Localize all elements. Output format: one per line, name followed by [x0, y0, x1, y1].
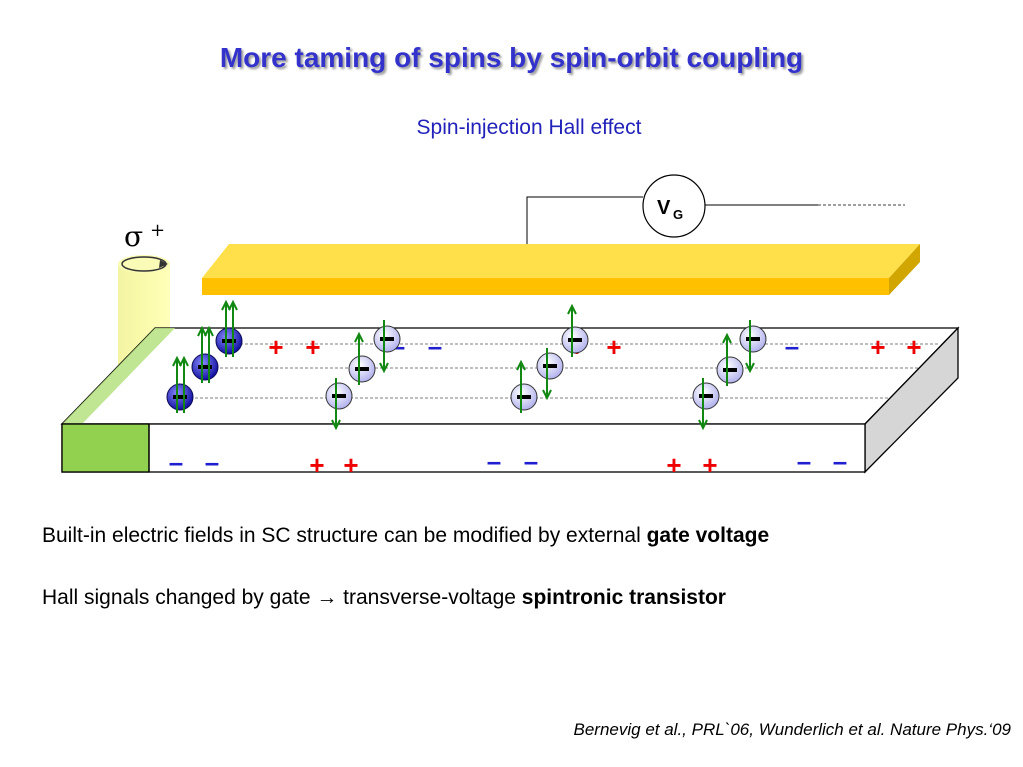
minus-charge: –	[428, 331, 442, 361]
bullet-gate-voltage: Built-in electric fields in SC structure…	[42, 524, 769, 548]
gate-voltage-subscript: G	[673, 207, 683, 222]
electron-spin-down	[739, 320, 767, 374]
plus-charge: +	[906, 332, 921, 362]
minus-charge: –	[833, 446, 847, 476]
bullet-transistor-text2: transverse-voltage	[337, 586, 522, 609]
electron-injected	[166, 355, 194, 413]
gate-wire	[526, 196, 643, 264]
electron-spin-down	[536, 348, 564, 401]
slide-title: More taming of spins by spin-orbit coupl…	[219, 42, 804, 73]
electron-spin-up	[348, 331, 376, 385]
plus-charge: +	[268, 332, 283, 362]
minus-charge: –	[797, 446, 811, 476]
gate-voltage-label: V	[657, 197, 671, 219]
plus-charge: +	[666, 450, 681, 480]
bullet-spintronic-transistor: Hall signals changed by gate → transvers…	[42, 586, 726, 610]
bullet-gate-voltage-bold: gate voltage	[646, 524, 770, 547]
plus-charge: +	[309, 450, 324, 480]
reference-citation: Bernevig et al., PRL`06, Wunderlich et a…	[573, 720, 1012, 739]
arrow-right-icon: →	[316, 586, 338, 609]
bullet-transistor-bold: spintronic transistor	[521, 586, 726, 609]
slide-subtitle: Spin-injection Hall effect	[416, 116, 642, 139]
minus-charge: –	[205, 447, 219, 477]
minus-charge: –	[169, 447, 183, 477]
electron-spin-up	[561, 303, 589, 357]
sigma-plus-superscript: +	[150, 220, 165, 241]
bullet-gate-voltage-text: Built-in electric fields in SC structure…	[42, 524, 647, 547]
gate-electrode	[202, 244, 920, 295]
plus-charge: +	[305, 332, 320, 362]
sigma-plus-label: σ	[124, 220, 143, 253]
electron-spin-down	[692, 378, 720, 431]
circular-polarization-arrow-icon	[121, 256, 168, 272]
minus-charge: –	[524, 446, 538, 476]
bullet-transistor-text: Hall signals changed by gate	[42, 586, 317, 609]
electron-spin-down	[325, 378, 353, 431]
electron-spin-up	[716, 332, 744, 386]
electron-injected	[215, 299, 243, 357]
gate-voltage-meter	[642, 174, 706, 238]
plus-charge: +	[606, 332, 621, 362]
electron-spin-up	[510, 359, 538, 413]
electron-injected	[191, 325, 219, 383]
plus-charge: +	[343, 450, 358, 480]
minus-charge: –	[785, 331, 799, 361]
plus-charge: +	[702, 450, 717, 480]
semiconductor-bar	[60, 326, 960, 474]
plus-charge: +	[870, 332, 885, 362]
minus-charge: –	[487, 446, 501, 476]
electron-spin-down	[373, 320, 401, 374]
